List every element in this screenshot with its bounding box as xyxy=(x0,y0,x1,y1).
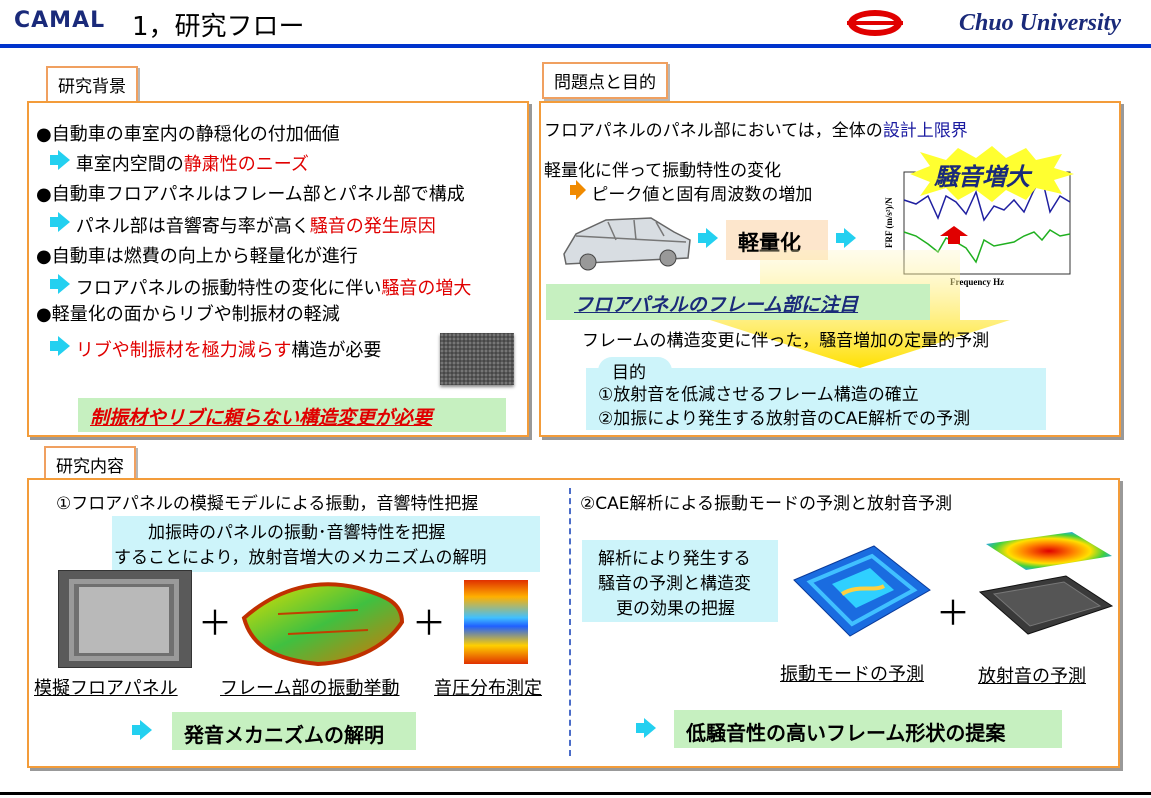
research-divider xyxy=(569,488,571,756)
purpose-1: ①放射音を低減させるフレーム構造の確立 xyxy=(598,385,919,405)
orange-arrow-icon xyxy=(570,180,586,200)
problem-line-3: ピーク値と固有周波数の増加 xyxy=(570,180,812,205)
bg-bullet-2: ●自動車フロアパネルはフレーム部とパネル部で構成 xyxy=(36,184,465,205)
caption-sound-pressure: 音圧分布測定 xyxy=(434,678,542,699)
svg-text:FRF (m/s²)/N: FRF (m/s²)/N xyxy=(884,197,894,248)
camal-logo: CAMAL xyxy=(14,8,106,33)
focus-label: フロアパネルのフレーム部に注目 xyxy=(574,294,859,316)
left-result: 発音メカニズムの解明 xyxy=(184,723,384,747)
purpose-label: 目的 xyxy=(612,363,646,383)
cyan-arrow-icon xyxy=(698,228,718,252)
bg-sub-2: パネル部は音響寄与率が高く騒音の発生原因 xyxy=(50,212,436,238)
page-title: 1，研究フロー xyxy=(132,12,305,42)
caption-radiated-sound: 放射音の予測 xyxy=(978,666,1086,687)
tag-research: 研究内容 xyxy=(44,446,136,483)
bg-bullet-3: ●自動車は燃費の向上から軽量化が進行 xyxy=(36,246,358,267)
left-desc-1: 加振時のパネルの振動･音響特性を把握 xyxy=(148,523,446,543)
cyan-arrow-icon xyxy=(50,274,70,294)
vibration-mode-image xyxy=(793,545,931,637)
noise-increase-label: 騒音増大 xyxy=(934,163,1030,191)
right-desc-2: 騒音の予測と構造変 xyxy=(598,574,751,594)
chuo-logo-mark xyxy=(847,10,903,36)
problem-line-2: 軽量化に伴って振動特性の変化 xyxy=(544,161,782,181)
university-name: Chuo University xyxy=(958,10,1121,36)
damping-material-image xyxy=(440,333,514,385)
sound-pressure-map xyxy=(464,580,528,664)
tag-problem: 問題点と目的 xyxy=(542,62,668,99)
plus-sign-3: ＋ xyxy=(936,594,970,634)
cyan-arrow-icon xyxy=(836,228,856,252)
bottom-rule xyxy=(0,792,1151,795)
focus-band xyxy=(546,284,930,320)
cyan-arrow-icon xyxy=(50,150,70,170)
left-desc-band xyxy=(112,516,540,572)
bg-conclusion: 制振材やリブに頼らない構造変更が必要 xyxy=(90,407,433,429)
plus-sign-1: ＋ xyxy=(198,604,232,644)
right-result: 低騒音性の高いフレーム形状の提案 xyxy=(686,721,1006,745)
left-result-band xyxy=(172,712,416,750)
noise-burst-shape xyxy=(910,146,1074,202)
right-desc-3: 更の効果の把握 xyxy=(616,599,735,619)
title-rule xyxy=(0,44,1151,48)
bg-bullet-1: ●自動車の車室内の静穏化の付加価値 xyxy=(36,124,340,145)
bg-sub-4: リブや制振材を極力減らす構造が必要 xyxy=(50,336,381,362)
tag-background: 研究背景 xyxy=(46,66,138,103)
svg-text:Frequency Hz: Frequency Hz xyxy=(950,277,1004,287)
caption-vibration-mode: 振動モードの予測 xyxy=(780,664,924,685)
caption-frame-vibration: フレーム部の振動挙動 xyxy=(220,678,400,699)
cyan-arrow-icon xyxy=(636,718,656,742)
radiated-sound-image xyxy=(978,532,1114,635)
bg-sub-3: フロアパネルの振動特性の変化に伴い騒音の増大 xyxy=(50,274,471,300)
car-body-image xyxy=(563,217,691,271)
frame-vibration-image xyxy=(241,582,405,666)
purpose-2: ②加振により発生する放射音のCAE解析での予測 xyxy=(598,409,971,429)
left-desc-2: することにより，放射音増大のメカニズムの解明 xyxy=(114,548,487,568)
cyan-arrow-icon xyxy=(132,720,152,744)
research-right-title: ②CAE解析による振動モードの予測と放射音予測 xyxy=(580,494,952,514)
bg-bullet-4: ●軽量化の面からリブや制振材の軽減 xyxy=(36,304,340,325)
research-left-title: ①フロアパネルの模擬モデルによる振動，音響特性把握 xyxy=(56,494,479,514)
purpose-bubble xyxy=(598,357,672,385)
right-desc-band xyxy=(582,540,778,622)
problem-line-1: フロアパネルのパネル部においては，全体の設計上限界 xyxy=(544,121,968,141)
bg-conclusion-band xyxy=(78,398,506,432)
bg-sub-1: 車室内空間の静粛性のニーズ xyxy=(50,150,309,176)
floor-panel-photo xyxy=(58,570,192,668)
plus-sign-2: ＋ xyxy=(412,604,446,644)
cyan-arrow-icon xyxy=(50,336,70,356)
cyan-arrow-icon xyxy=(50,212,70,232)
caption-floor-panel: 模擬フロアパネル xyxy=(34,678,178,699)
right-desc-1: 解析により発生する xyxy=(598,549,751,569)
right-result-band xyxy=(674,710,1062,748)
predict-label: フレームの構造変更に伴った，騒音増加の定量的予測 xyxy=(582,331,990,351)
